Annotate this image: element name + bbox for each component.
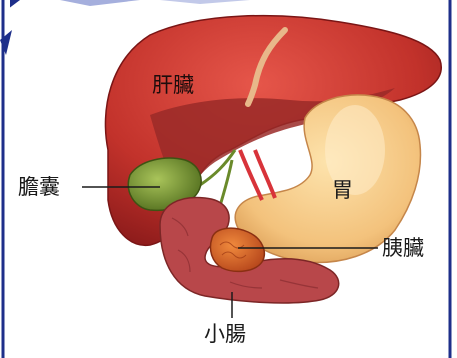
pancreas-label: 胰臟 (382, 238, 424, 259)
frame-top-stroke-3 (160, 0, 250, 4)
gallbladder-label: 膽囊 (18, 177, 60, 198)
small-intestine-label: 小腸 (204, 324, 246, 345)
frame-top-stroke-2 (60, 0, 140, 6)
liver-label: 肝臟 (152, 75, 194, 96)
stomach-label: 胃 (332, 180, 353, 201)
